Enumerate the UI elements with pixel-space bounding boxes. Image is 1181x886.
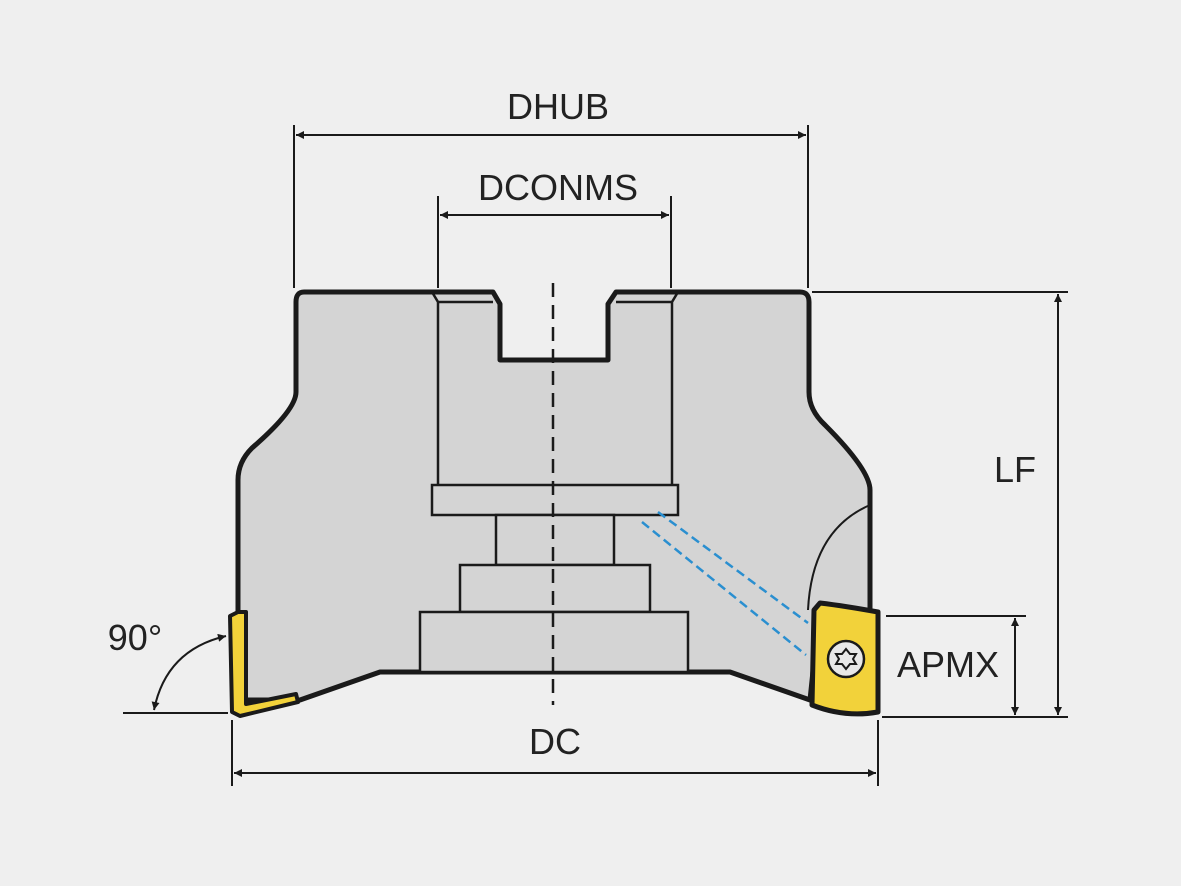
- dc-label: DC: [529, 721, 581, 762]
- dconms-label: DCONMS: [478, 167, 638, 208]
- torx-screw-icon: [826, 639, 866, 679]
- apmx-label: APMX: [896, 644, 1000, 685]
- angle-label: 90°: [107, 617, 163, 658]
- dhub-label: DHUB: [506, 86, 610, 127]
- torx-star-icon: [834, 647, 858, 671]
- insert-pocket-arc: [807, 504, 871, 611]
- dimension-lines: [123, 125, 1068, 786]
- left-insert: [228, 610, 300, 718]
- coolant-channels: [641, 510, 809, 656]
- lf-label: LF: [993, 449, 1037, 490]
